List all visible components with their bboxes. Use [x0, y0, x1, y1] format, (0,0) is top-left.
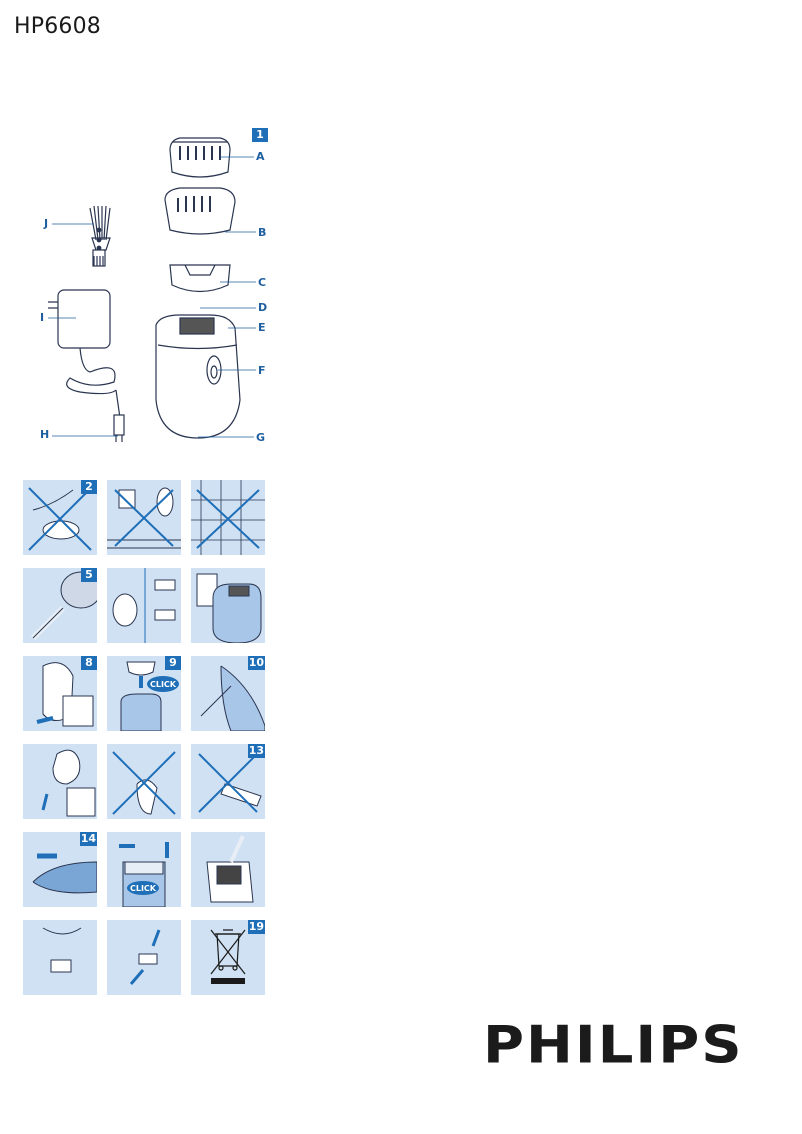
label-f: F — [258, 364, 266, 377]
step-number: 13 — [247, 744, 265, 758]
step-tile-4 — [191, 480, 265, 555]
step-tile-3 — [107, 480, 181, 555]
step-tile-17 — [23, 920, 97, 995]
step-tile-18 — [107, 920, 181, 995]
label-c: C — [258, 276, 267, 289]
weee-bin-icon — [210, 929, 246, 984]
armpit-illustration — [41, 749, 96, 817]
step-tile-5: 5 — [23, 568, 97, 643]
step-tile-13: 13 — [191, 744, 265, 819]
step-tile-16 — [191, 832, 265, 907]
click-label: CLICK — [130, 884, 157, 893]
product-overview-illustration — [48, 137, 256, 442]
step-tile-15: CLICK — [107, 832, 181, 907]
click-cap-illustration: CLICK — [120, 661, 179, 731]
label-b: B — [258, 226, 267, 239]
step-tile-6 — [107, 568, 181, 643]
remove-cap-illustration — [32, 853, 97, 894]
model-number: HP6608 — [14, 14, 101, 39]
step-tile-7 — [191, 568, 265, 643]
no-bathroom-illustration — [107, 487, 181, 549]
label-e: E — [258, 321, 266, 334]
click-label: CLICK — [150, 680, 177, 689]
switch-on-illustration — [196, 573, 262, 643]
step-tile-19: 19 — [191, 920, 265, 995]
attach-cap-illustration — [112, 568, 176, 643]
step-tile-11 — [23, 744, 97, 819]
figure-number-badge: 1 — [252, 128, 268, 142]
slide-cap-illustration: CLICK — [119, 842, 169, 907]
label-g: G — [256, 431, 266, 444]
shake-dry-illustration — [129, 929, 161, 985]
no-tiles-illustration — [191, 480, 265, 555]
label-h: H — [40, 428, 50, 441]
no-water-illustration — [28, 487, 92, 551]
step-tile-8: 8 — [23, 656, 97, 731]
step-number: 14 — [79, 832, 97, 846]
no-face-illustration — [112, 751, 176, 815]
label-d: D — [258, 301, 268, 314]
philips-logo: PHILIPS — [483, 1015, 744, 1076]
label-i: I — [40, 311, 45, 324]
step-number: 2 — [81, 480, 97, 494]
clean-rinse-illustration — [42, 927, 82, 973]
step-number: 8 — [81, 656, 97, 670]
product-overview-figure: 1 — [30, 120, 270, 450]
step-tile-12 — [107, 744, 181, 819]
brush-clean-illustration — [206, 835, 254, 903]
step-tile-10: 10 — [191, 656, 265, 731]
step-tile-14: 14 — [23, 832, 97, 907]
step-number: 19 — [247, 920, 265, 934]
step-number: 5 — [81, 568, 97, 582]
step-tile-2: 2 — [23, 480, 97, 555]
label-a: A — [256, 150, 265, 163]
step-number: 10 — [247, 656, 265, 670]
no-skin-damage-illustration — [198, 753, 262, 813]
epilate-leg-illustration — [36, 662, 94, 727]
step-tile-9: CLICK 9 — [107, 656, 181, 731]
step-number: 9 — [165, 656, 181, 670]
underarm-illustration — [200, 665, 265, 731]
label-j: J — [44, 217, 49, 230]
